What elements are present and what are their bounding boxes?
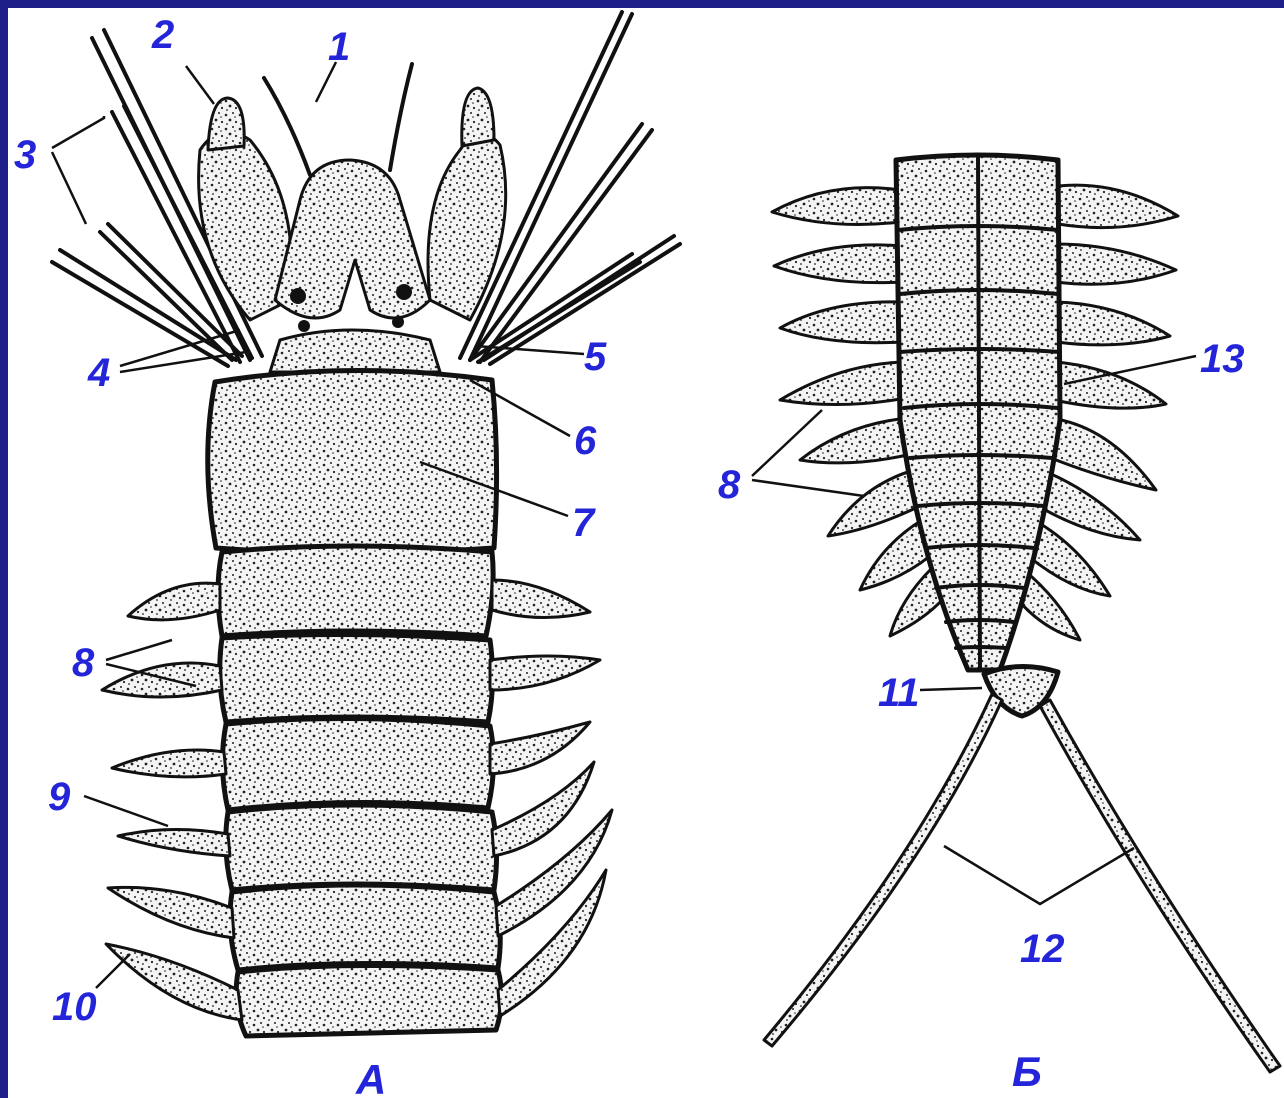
- label-12: 12: [1020, 927, 1065, 971]
- label-8-a: 8: [72, 641, 95, 685]
- peristomium: [208, 370, 497, 553]
- eye-icon: [396, 284, 412, 300]
- eye-icon: [392, 316, 404, 328]
- panel-b-caption: Б: [1012, 1048, 1042, 1095]
- figure-sheet: 2 1 3 4 5 6 7 8 9 10 8 13 11 12 A Б: [8, 8, 1284, 1098]
- label-6: 6: [574, 419, 597, 463]
- eye-icon: [290, 288, 306, 304]
- label-4: 4: [87, 351, 110, 395]
- worm-anatomy-illustration: 2 1 3 4 5 6 7 8 9 10 8 13 11 12 A Б: [8, 8, 1284, 1098]
- label-11: 11: [878, 671, 920, 715]
- antenna-left: [264, 78, 310, 175]
- segment-4: [226, 805, 497, 890]
- label-9: 9: [48, 775, 71, 819]
- segment-5: [230, 885, 500, 970]
- palp-tip-right: [462, 88, 494, 146]
- eye-icon: [298, 320, 310, 332]
- label-5: 5: [584, 335, 607, 379]
- label-8-b: 8: [718, 463, 741, 507]
- segment-6: [236, 965, 501, 1036]
- panel-a-caption: A: [355, 1056, 386, 1098]
- segment-2: [220, 634, 493, 722]
- right-palp: [428, 134, 506, 320]
- label-13: 13: [1200, 337, 1245, 381]
- segment-3: [222, 718, 493, 810]
- anal-cirrus-right: [1040, 700, 1280, 1072]
- label-2: 2: [151, 13, 174, 57]
- label-1: 1: [328, 25, 350, 69]
- label-7: 7: [572, 501, 596, 545]
- palp-tip-left: [208, 98, 244, 150]
- antenna-right: [390, 64, 412, 170]
- anal-cirrus-left: [764, 694, 1002, 1046]
- segment-1: [218, 546, 493, 636]
- mouth-region: [270, 330, 440, 372]
- parapodia-right: [490, 580, 612, 1016]
- label-3: 3: [14, 133, 36, 177]
- label-10: 10: [52, 985, 97, 1029]
